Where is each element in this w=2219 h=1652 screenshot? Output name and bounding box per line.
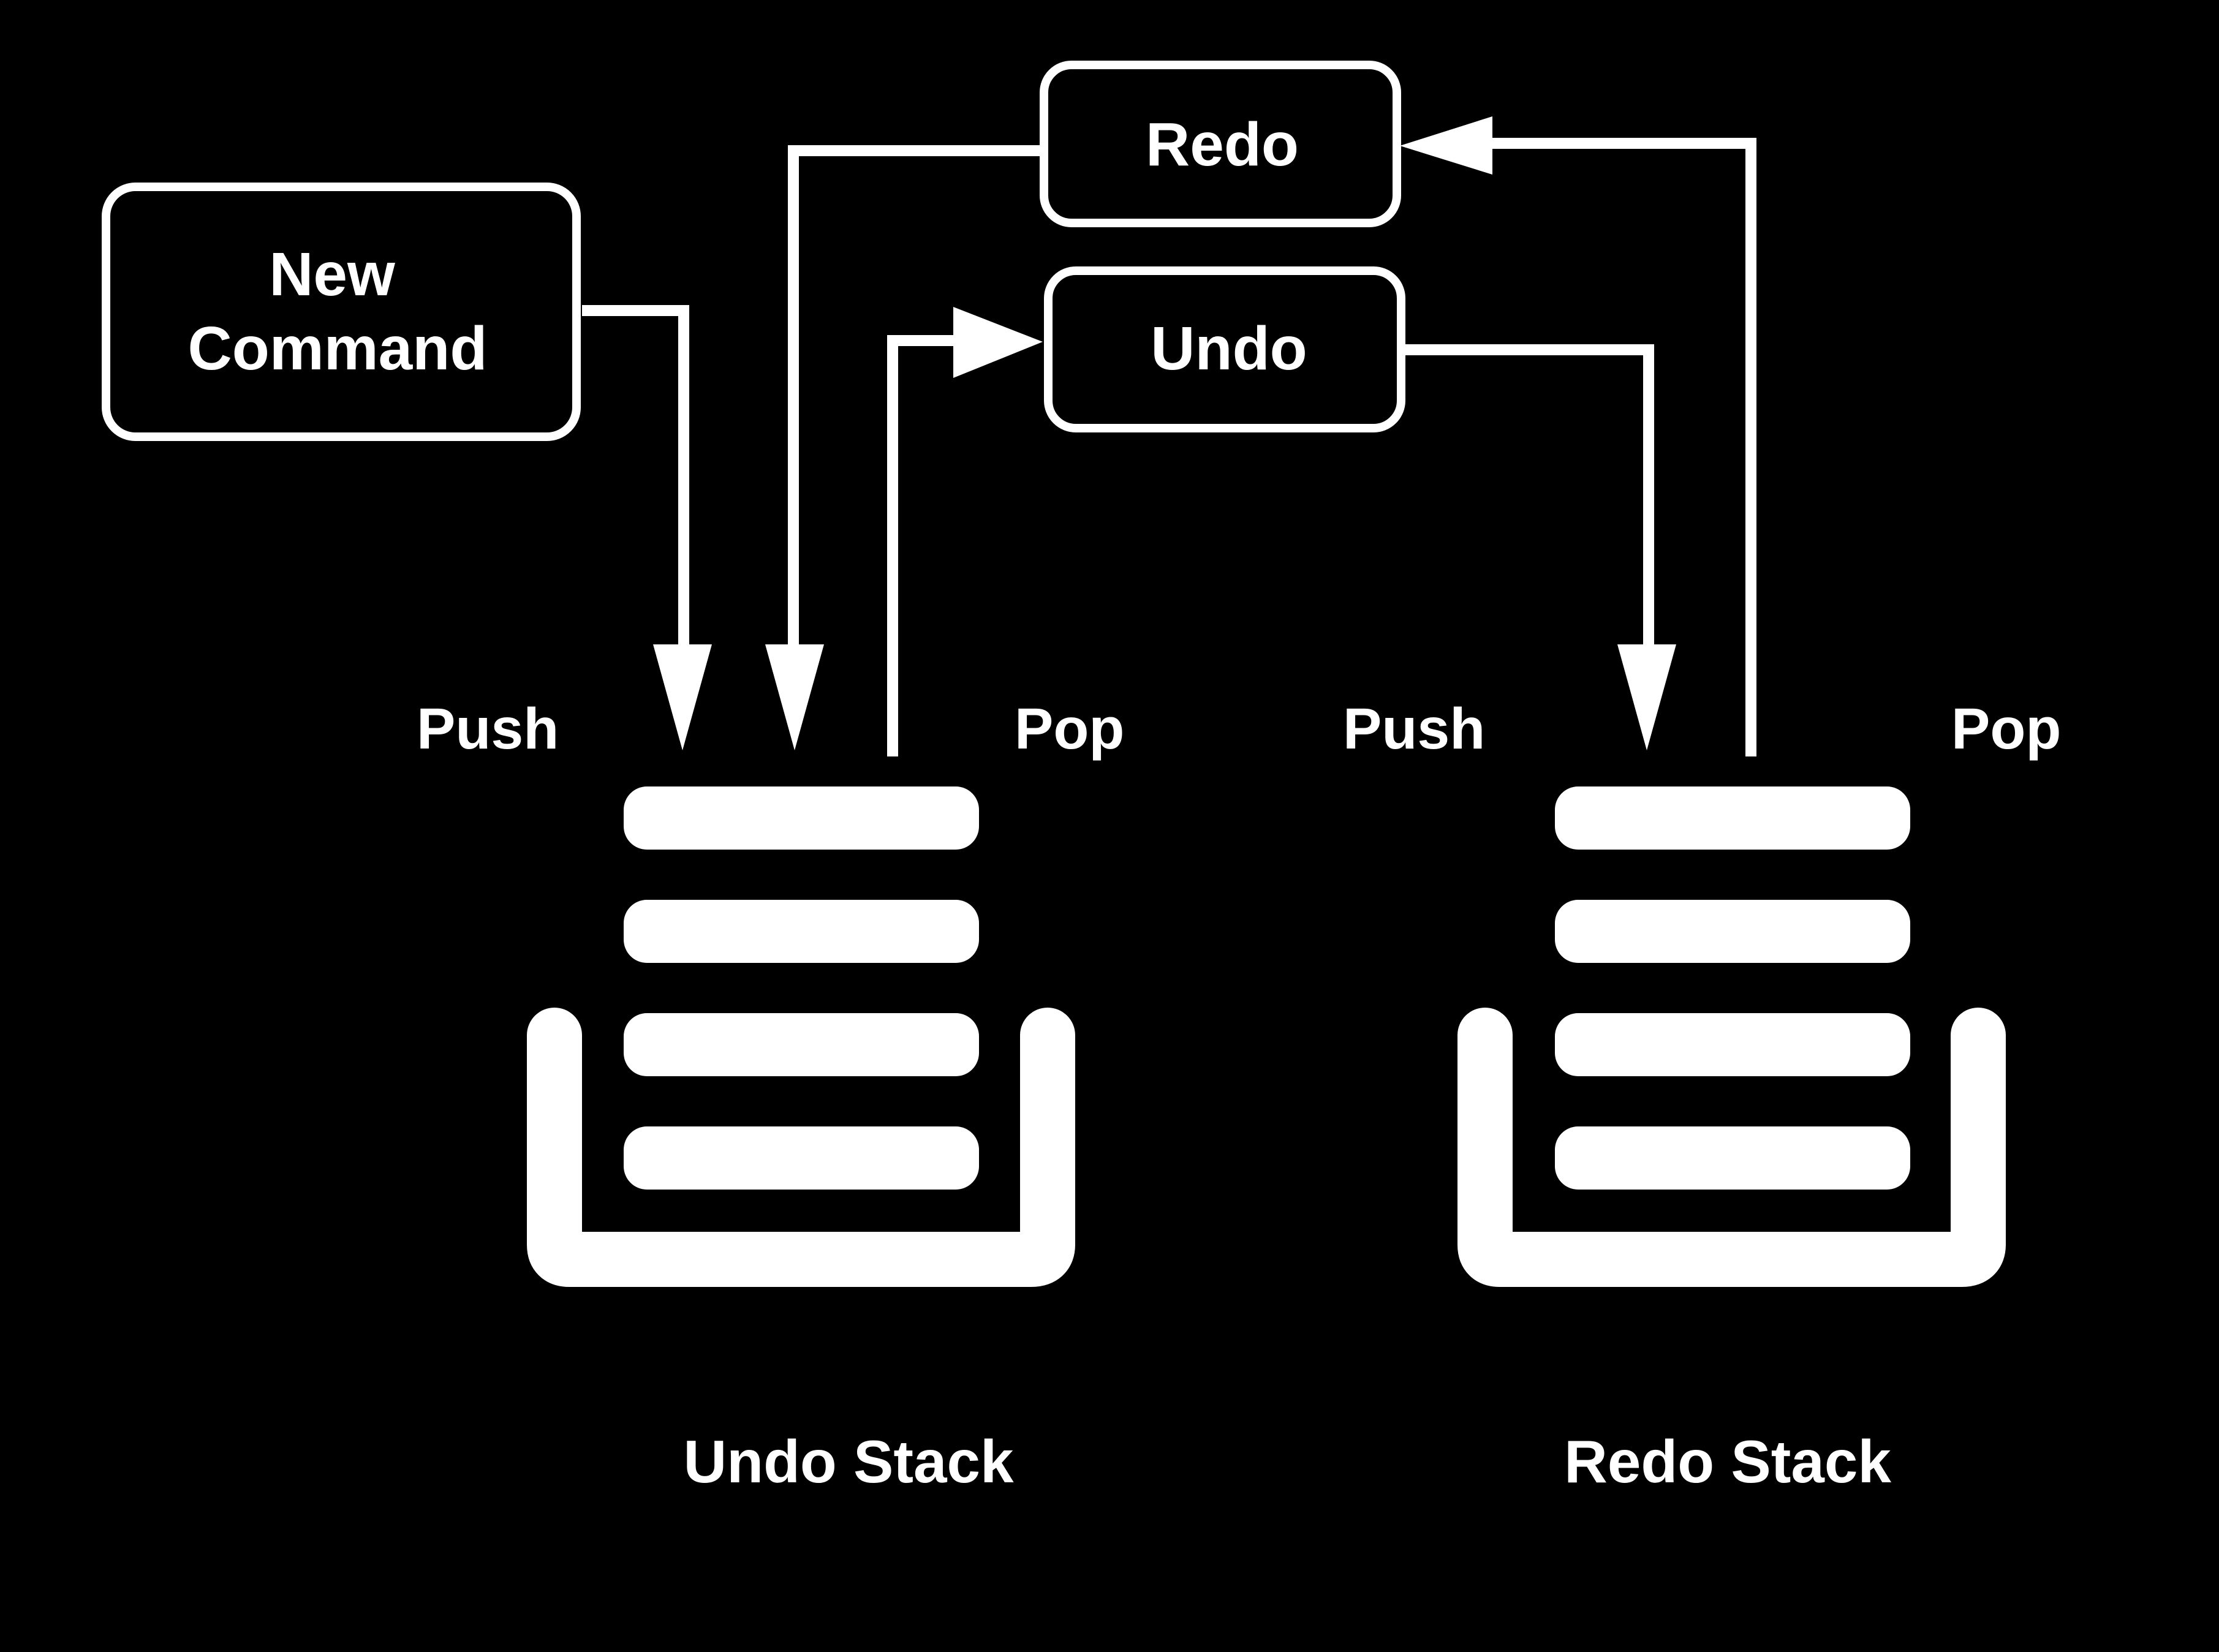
redo-stack-pop-label: Pop (1951, 696, 2061, 761)
arrowhead-undo-node (953, 307, 1043, 378)
connector-undo-to-redo-stack (1403, 344, 1654, 655)
undo-stack: Push Pop Undo Stack (417, 696, 1124, 1495)
undo-stack-slot (624, 1126, 979, 1190)
undo-stack-slot (624, 900, 979, 963)
arrowhead-new-command-push (653, 644, 712, 750)
redo-stack-slot (1555, 1013, 1910, 1076)
redo-stack: Push Pop Redo Stack (1343, 696, 2061, 1495)
new-command-node: New Command (102, 183, 581, 441)
undo-node-label: Undo (1151, 314, 1307, 383)
arrowhead-redo-node (1400, 116, 1492, 175)
redo-stack-push-label: Push (1343, 696, 1485, 761)
undo-stack-container (527, 1008, 1075, 1287)
undo-node: Undo (1044, 266, 1405, 432)
new-command-label-line1: New (269, 240, 395, 309)
redo-stack-container (1457, 1008, 2006, 1287)
arrowhead-redo-push (765, 644, 824, 750)
connector-redo-stack-to-redo (1483, 138, 1756, 756)
new-command-label-line2: Command (188, 314, 488, 383)
redo-stack-slot (1555, 786, 1910, 850)
undo-stack-slot (624, 786, 979, 850)
redo-node-label: Redo (1146, 110, 1299, 179)
connector-new-command-to-undo-stack (582, 305, 689, 655)
redo-stack-slot (1555, 1126, 1910, 1190)
undo-stack-push-label: Push (417, 696, 559, 761)
connector-undo-stack-to-undo (887, 335, 962, 756)
connector-redo-to-undo-stack (788, 145, 1043, 655)
undo-stack-pop-label: Pop (1015, 696, 1124, 761)
undo-stack-slot (624, 1013, 979, 1076)
redo-node: Redo (1040, 61, 1401, 227)
redo-stack-title: Redo Stack (1564, 1428, 1891, 1495)
undo-stack-title: Undo Stack (683, 1428, 1014, 1495)
redo-stack-slot (1555, 900, 1910, 963)
arrowhead-undo-push (1617, 644, 1676, 750)
